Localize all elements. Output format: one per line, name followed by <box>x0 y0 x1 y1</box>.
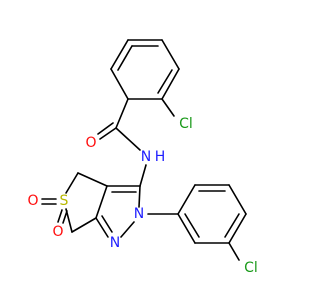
o-atom-label: O <box>85 135 96 151</box>
bond <box>117 45 133 71</box>
bond <box>115 127 141 151</box>
bond <box>177 184 196 215</box>
o-atom-label: O <box>52 224 63 240</box>
bond <box>95 185 108 219</box>
bond <box>138 185 141 208</box>
bond <box>71 217 97 233</box>
bond <box>161 39 180 70</box>
cl-atom-label: Cl <box>179 116 193 132</box>
bond <box>161 68 180 100</box>
bond <box>110 39 129 70</box>
bond <box>77 172 108 187</box>
bond <box>161 98 175 117</box>
bond <box>95 217 109 238</box>
bond <box>224 213 240 238</box>
molecule-structure-diagram: Cl O N H N N S O <box>27 39 258 276</box>
bond <box>228 213 247 244</box>
bond <box>99 127 117 140</box>
bond <box>228 184 247 215</box>
chlorophenyl-ring <box>177 184 247 244</box>
bond <box>62 210 68 224</box>
bond <box>228 242 240 261</box>
h-atom-label: H <box>155 149 166 165</box>
bond <box>184 213 200 238</box>
bond <box>115 98 129 129</box>
n-atom-label: N <box>141 149 151 165</box>
bond <box>65 172 79 194</box>
n-atom-label: N <box>110 235 120 251</box>
bond <box>139 164 147 187</box>
cl-atom-label: Cl <box>244 260 258 276</box>
bond <box>157 69 173 94</box>
bond <box>97 122 114 135</box>
bond <box>110 68 129 100</box>
bond <box>57 209 63 223</box>
n-atom-label: N <box>134 206 144 222</box>
bond <box>101 215 113 233</box>
pyrazole-ring <box>95 185 141 238</box>
o-atom-label: O <box>27 193 38 209</box>
bond <box>177 213 196 244</box>
s-atom-label: S <box>60 193 69 209</box>
benzoyl-ring <box>110 39 180 100</box>
sulfolane-ring <box>65 172 108 233</box>
bond <box>120 221 135 238</box>
